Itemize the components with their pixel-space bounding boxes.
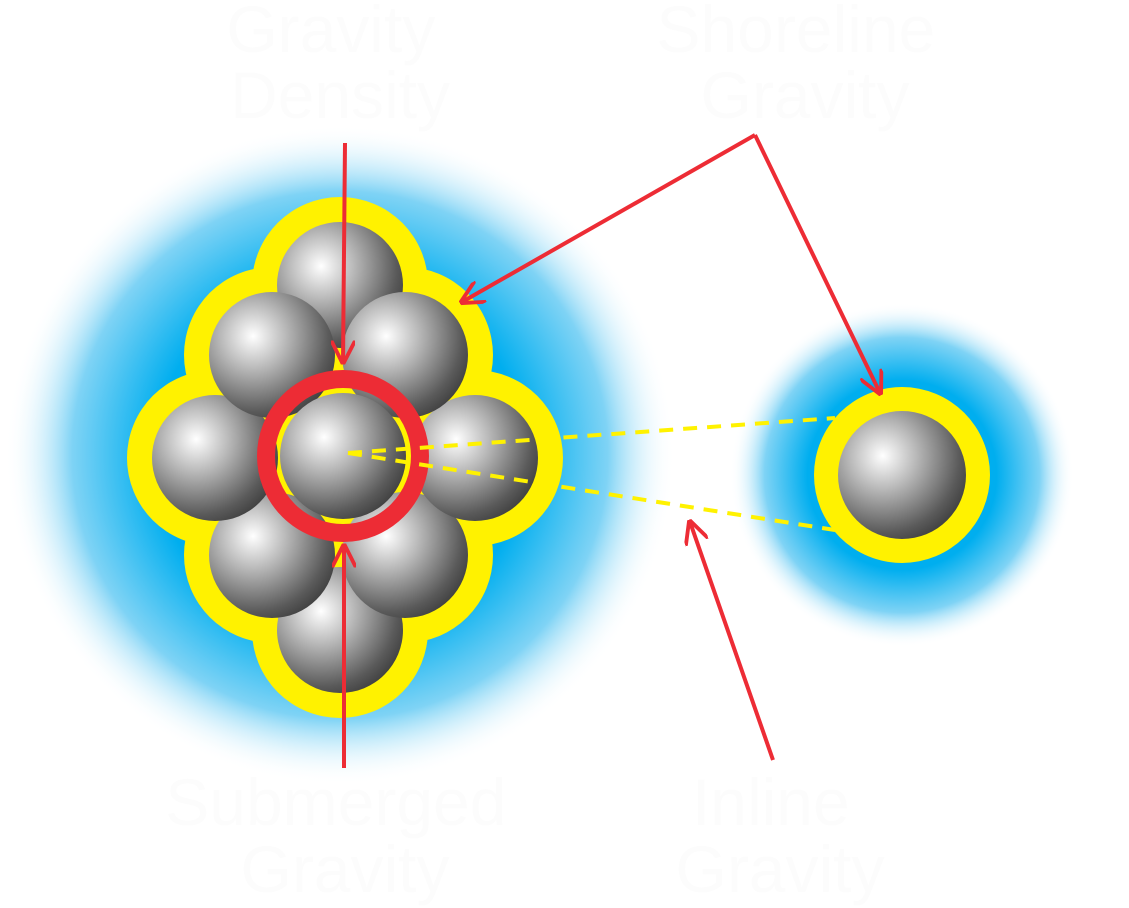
arrow-shoreline-cluster — [462, 133, 756, 302]
cluster-spheres — [152, 222, 538, 693]
arrow-gravity-density — [343, 142, 345, 362]
label-inline-gravity: Inline Gravity — [675, 765, 884, 906]
label-shoreline-gravity: Shoreline Gravity — [656, 0, 953, 132]
label-submerged-gravity: Submerged Gravity — [165, 765, 525, 906]
label-gravity-density: Gravity Density — [226, 0, 453, 132]
arrows — [343, 133, 880, 768]
arrow-shoreline-single — [753, 134, 880, 393]
tangent-dashes — [347, 416, 836, 532]
arrow-inline-gravity — [690, 522, 775, 761]
center-ring — [257, 370, 429, 542]
single-sphere — [838, 411, 966, 539]
